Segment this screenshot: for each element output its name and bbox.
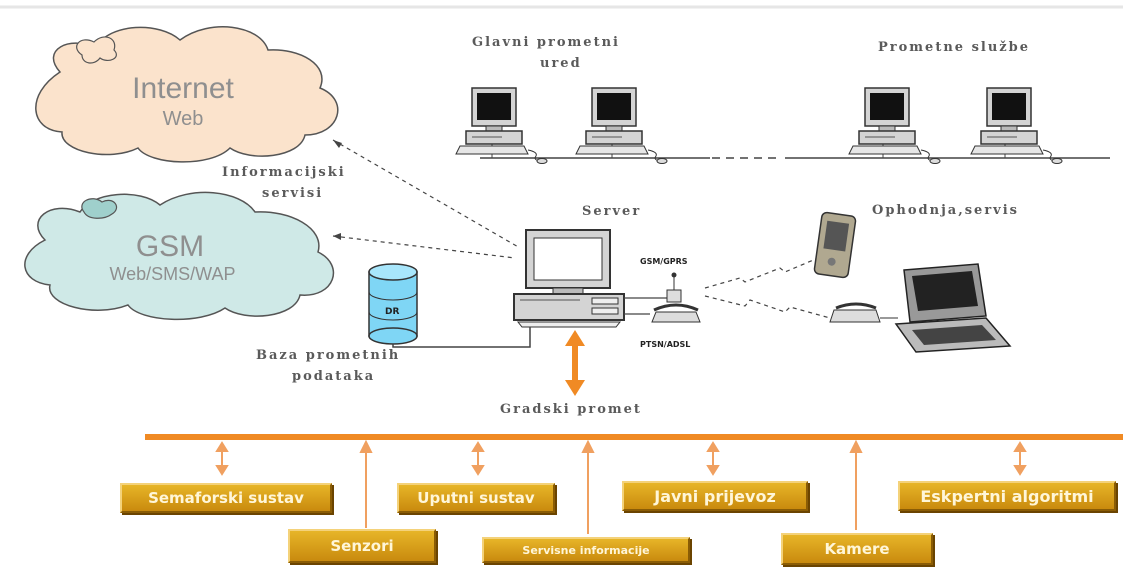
box-uputni-sustav: Uputni sustav: [397, 483, 555, 513]
internet-logo-icon: [76, 36, 117, 64]
internet-cloud: [35, 26, 339, 163]
gsm-cloud: [24, 191, 335, 321]
gsm-gprs-label: GSM/GPRS: [640, 257, 688, 266]
city-traffic-label: Gradski promet: [500, 402, 642, 417]
server-icon: [513, 229, 625, 328]
main-office-label-line2: ured: [540, 56, 582, 71]
traffic-services-label: Prometne službe: [878, 40, 1031, 55]
patrol-label: Ophodnja,servis: [872, 203, 1019, 218]
box-senzori: Senzori: [288, 529, 436, 563]
pda-icon: [813, 211, 857, 279]
office-computer-icon: [575, 87, 668, 165]
gsm-title: GSM: [135, 230, 205, 263]
office-computer-icon: [455, 87, 548, 165]
phone-icon: [651, 303, 701, 323]
bus-connectors: [215, 439, 1027, 534]
box-semaforski-sustav: Semaforski sustav: [120, 483, 332, 513]
database-label-line2: podataka: [292, 369, 376, 384]
database-icon: [368, 263, 418, 345]
main-office-label-line1: Glavni prometni: [472, 35, 620, 50]
internet-title: Internet: [132, 72, 234, 105]
pstn-adsl-label: PTSN/ADSL: [640, 340, 691, 349]
laptop-icon: [894, 263, 1012, 353]
box-servisne-informacije: Servisne informacije: [482, 537, 690, 563]
server-label: Server: [582, 204, 642, 219]
gsm-modem-icon: [666, 272, 682, 303]
box-eksperti-algoritmi: Eskpertni algoritmi: [898, 481, 1116, 511]
database-label-line1: Baza prometnih: [256, 348, 401, 363]
field-phone-icon: [829, 302, 881, 323]
database-drum-label: DR: [385, 307, 400, 317]
internet-subtitle: Web: [162, 108, 204, 130]
city-traffic-arrow: [565, 330, 585, 396]
wireless-links: [332, 139, 831, 319]
info-services-label-line1: Informacijski: [222, 165, 346, 180]
gsm-logo-icon: [81, 198, 117, 219]
gsm-subtitle: Web/SMS/WAP: [109, 264, 236, 284]
info-services-label-line2: servisi: [262, 186, 324, 201]
box-kamere: Kamere: [781, 533, 933, 565]
office-computer-icon: [848, 87, 941, 165]
office-computer-icon: [970, 87, 1063, 165]
box-javni-prijevoz: Javni prijevoz: [622, 481, 808, 511]
